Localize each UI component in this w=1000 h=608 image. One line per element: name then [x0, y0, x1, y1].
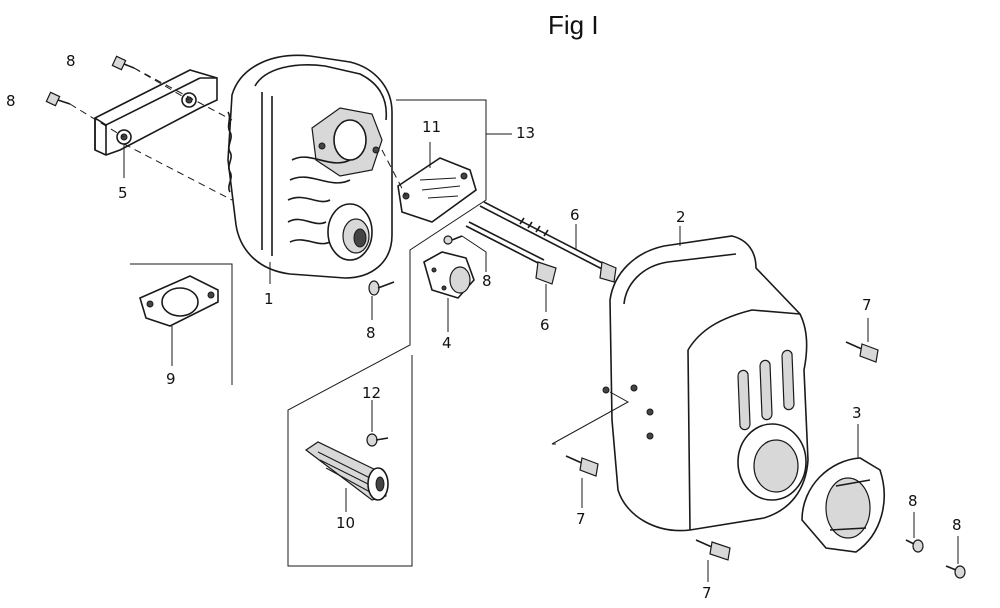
- long-bolt-6-upper: [479, 201, 617, 283]
- outlet-clamp: [423, 251, 475, 299]
- bolt-8-upper: [111, 55, 135, 71]
- gasket: [130, 263, 233, 385]
- callout-8-e: 8: [908, 492, 918, 510]
- protector-mount-line: [551, 391, 630, 445]
- callout-13: 13: [516, 124, 536, 142]
- callout-6-b: 6: [540, 316, 550, 334]
- muffler-body: [227, 54, 393, 279]
- callout-11: 11: [422, 118, 442, 136]
- spark-arrester: [304, 441, 389, 501]
- leader-8-center: [461, 235, 487, 272]
- callout-8-f: 8: [952, 516, 962, 534]
- bolt-7-lower-left: [565, 455, 599, 477]
- callout-5: 5: [118, 184, 128, 202]
- callout-12: 12: [362, 384, 382, 402]
- screw-12: [366, 433, 389, 447]
- long-bolt-6-lower: [465, 221, 557, 285]
- gasket-frame: [130, 263, 233, 385]
- callout-3: 3: [852, 404, 862, 422]
- screw-8-right-a: [905, 539, 924, 553]
- bolt-8-left: [45, 91, 71, 107]
- callout-1: 1: [264, 290, 274, 308]
- bolt-7-right: [845, 341, 879, 363]
- callout-8-b: 8: [6, 92, 16, 110]
- callout-7-a: 7: [862, 296, 872, 314]
- callout-7-b: 7: [576, 510, 586, 528]
- callout-2: 2: [676, 208, 686, 226]
- callout-9: 9: [166, 370, 176, 388]
- callout-8-d: 8: [482, 272, 492, 290]
- callout-6-a: 6: [570, 206, 580, 224]
- callout-7-c: 7: [702, 584, 712, 602]
- callout-8-a: 8: [66, 52, 76, 70]
- bolt-guide-lines: [69, 67, 190, 138]
- bolt-7-bottom: [695, 539, 731, 561]
- callout-10: 10: [336, 514, 356, 532]
- group-frame: [287, 99, 487, 567]
- screw-8-right-b: [945, 565, 966, 579]
- screw-8-center: [443, 235, 463, 245]
- plate-guide-line: [381, 149, 407, 197]
- screw-8-lower: [368, 280, 395, 296]
- muffler-protector: [602, 235, 809, 532]
- figure-title: Fig I: [548, 10, 599, 40]
- exhaust-deflector: [801, 457, 885, 553]
- heat-plate: [397, 157, 477, 223]
- body-guide-lines: [123, 67, 233, 201]
- callout-4: 4: [442, 334, 452, 352]
- callout-8-c: 8: [366, 324, 376, 342]
- muffler-bracket: [94, 69, 218, 156]
